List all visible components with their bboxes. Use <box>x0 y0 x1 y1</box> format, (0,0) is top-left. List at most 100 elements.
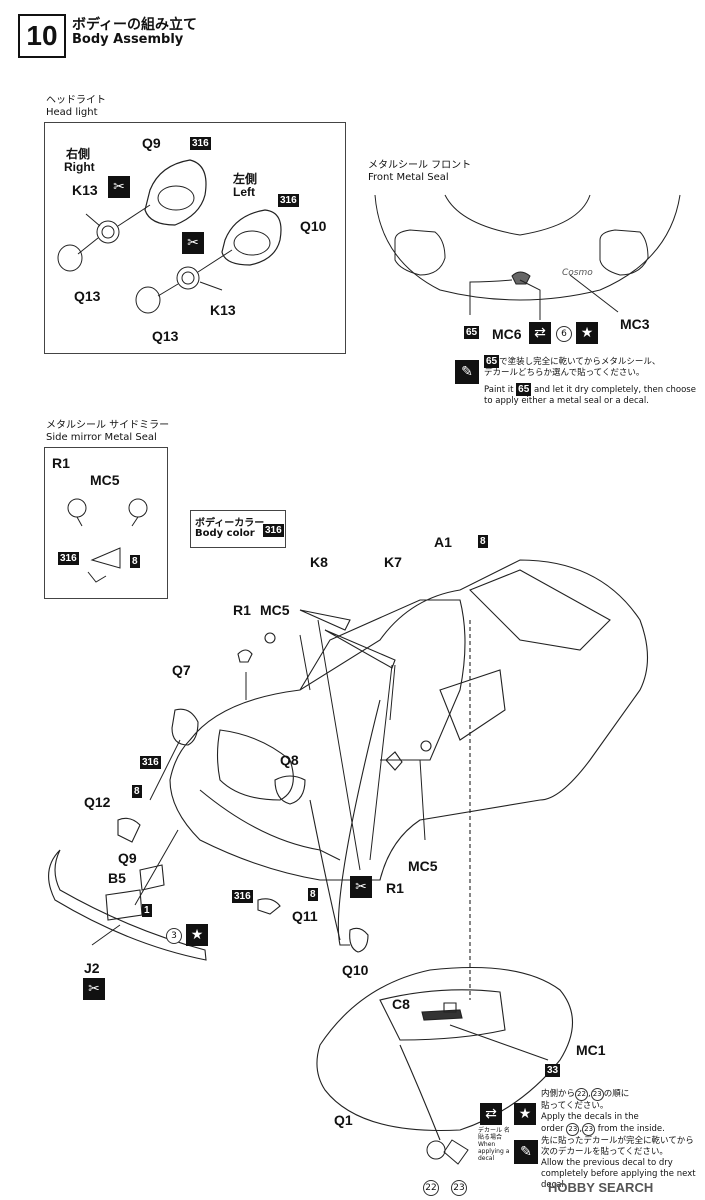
k7-label: K7 <box>384 554 402 570</box>
paint-8-a1: 8 <box>478 535 488 548</box>
star-icon-decal: ★ <box>514 1103 536 1125</box>
q13-label-right: Q13 <box>74 288 101 304</box>
r1-label-side: R1 <box>386 880 404 896</box>
decal-note-en2: order <box>541 1124 564 1134</box>
front-note-jp1: で塗装し完全に乾いてからメタルシール、 <box>499 357 661 367</box>
paint-316-mirror: 316 <box>58 552 79 565</box>
front-note-en1: Paint it <box>484 385 514 395</box>
car-body <box>48 559 648 961</box>
step-number: 10 <box>18 14 66 58</box>
decal-note-jp1: 内側から <box>541 1089 576 1099</box>
decal-note-en4: completely before applying the next deca… <box>541 1169 696 1190</box>
cement-icon-j2: ✂ <box>83 978 105 1000</box>
left-jp: 左側 <box>233 172 258 186</box>
paint-33: 33 <box>545 1064 561 1077</box>
front-seal-drawing: Cosmo <box>374 194 681 320</box>
decal-icon-caption-jp: デカール 名貼る場合 <box>478 1127 510 1141</box>
engine-hood <box>316 620 573 1141</box>
cement-icon-right: ✂ <box>108 176 130 198</box>
paint-65: 65 <box>464 326 480 339</box>
watermark: HOBBY SEARCH <box>548 1180 654 1195</box>
decal-note-jp4: 次のデカールを貼ってください。 <box>541 1147 668 1157</box>
q13-label-left: Q13 <box>152 328 179 344</box>
q9-label-main: Q9 <box>118 850 137 866</box>
paint-8-lower: 8 <box>308 888 318 901</box>
front-note-en2: to apply either a metal seal or a decal. <box>484 396 649 406</box>
paint-316-q10: 316 <box>278 194 299 207</box>
right-en: Right <box>64 160 95 174</box>
choose-arrow-icon-decal: ⇄ <box>480 1103 502 1125</box>
body-color-jp: ボディーカラー <box>195 518 265 529</box>
q8-label: Q8 <box>280 752 299 768</box>
front-note-en1b: and let it dry completely, then choose <box>533 385 696 395</box>
brush-icon-front: ✎ <box>455 360 479 384</box>
decal-23: 23 <box>451 1180 467 1196</box>
mc5-label-side: MC5 <box>408 858 438 874</box>
q10-label-main: Q10 <box>342 962 369 978</box>
k13-label-right: K13 <box>72 182 98 198</box>
decal-note-en2b: from the inside. <box>597 1124 665 1134</box>
svg-text:Cosmo: Cosmo <box>562 268 593 278</box>
cement-icon-side: ✂ <box>350 876 372 898</box>
decal-icon-caption: デカール 名貼る場合 When applying a decal <box>478 1127 510 1162</box>
star-icon-bumper: ★ <box>186 924 208 946</box>
q1-label: Q1 <box>334 1112 353 1128</box>
cement-icon-left: ✂ <box>182 232 204 254</box>
decal-note-jp2: 貼ってください。 <box>541 1101 609 1111</box>
q9-label: Q9 <box>142 135 161 151</box>
mirror-drawing <box>67 498 148 583</box>
paint-316-lower: 316 <box>232 890 253 903</box>
mc1-label: MC1 <box>576 1042 606 1058</box>
paint-316-front: 316 <box>140 756 161 769</box>
body-color-en: Body color <box>195 528 255 539</box>
mirror-seal-label-jp: メタルシール サイドミラー <box>46 420 170 431</box>
front-seal-label-jp: メタルシール フロント <box>368 160 472 171</box>
decal-note-jp1b: の順に <box>603 1089 630 1099</box>
decal-6: 6 <box>556 326 572 342</box>
q10-label: Q10 <box>300 218 327 234</box>
front-seal-label-en: Front Metal Seal <box>368 172 449 183</box>
decal-23-ref2: 23 <box>566 1123 580 1136</box>
title-en: Body Assembly <box>72 32 184 47</box>
decal-23-ref3: 23 <box>582 1123 596 1136</box>
q12-label: Q12 <box>84 794 111 810</box>
paint-65-note-en: 65 <box>516 383 532 396</box>
decal-shapes <box>426 1139 469 1165</box>
q11-label: Q11 <box>292 908 318 924</box>
brush-icon-decal: ✎ <box>514 1140 538 1164</box>
title-jp: ボディーの組み立て <box>72 17 198 33</box>
k13-label-left: K13 <box>210 302 236 318</box>
b5-label: B5 <box>108 870 126 886</box>
right-jp: 右側 <box>66 147 91 161</box>
decal-icon-caption-en: When applying a decal <box>478 1141 510 1162</box>
q7-label: Q7 <box>172 662 191 678</box>
mc5-label-top: MC5 <box>260 602 290 618</box>
body-color-code: 316 <box>263 524 284 537</box>
paint-316-q9: 316 <box>190 137 211 150</box>
leader-lines <box>91 619 426 946</box>
mc3-label: MC3 <box>620 316 650 332</box>
j2-label: J2 <box>84 960 100 976</box>
paint-65-note: 65 <box>484 355 500 368</box>
decal-22: 22 <box>423 1180 439 1196</box>
mirror-seal-label-en: Side mirror Metal Seal <box>46 432 157 443</box>
mc6-label: MC6 <box>492 326 522 342</box>
r1-label-top: R1 <box>233 602 251 618</box>
mirror-seal-panel <box>44 447 168 599</box>
mc5-label-panel: MC5 <box>90 472 120 488</box>
paint-1: 1 <box>142 904 152 917</box>
headlight-label-en: Head light <box>46 107 98 118</box>
body-color-box <box>190 510 286 548</box>
decal-dry-note: 先に貼ったデカールが完全に乾いてから 次のデカールを貼ってください。 Allow… <box>541 1136 705 1191</box>
paint-8-mirror: 8 <box>130 555 140 568</box>
front-note-jp2: デカールどちらか選んで貼ってください。 <box>484 368 645 378</box>
headlight-panel <box>44 122 346 354</box>
decal-3: 3 <box>166 928 182 944</box>
decal-23-ref: 23 <box>590 1088 604 1101</box>
star-icon-front: ★ <box>576 322 598 344</box>
headlight-label-jp: ヘッドライト <box>46 95 106 106</box>
paint-8-front: 8 <box>132 785 142 798</box>
